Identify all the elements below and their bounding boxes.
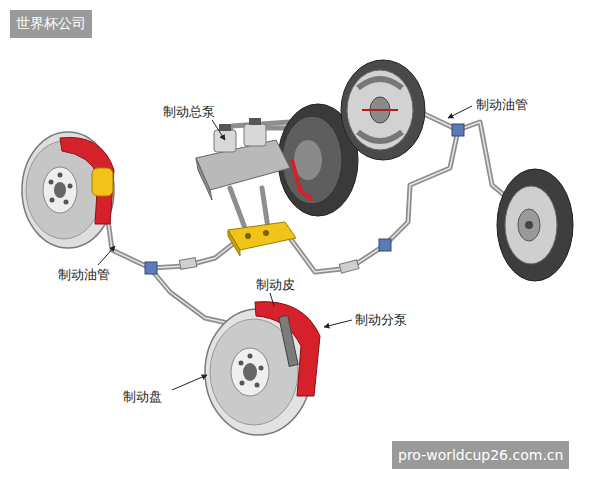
part-label: 制动皮: [256, 276, 295, 294]
brake-lines: [106, 112, 522, 328]
master-cylinder: [196, 104, 358, 216]
watermark-text: pro-worldcup26.com.cn: [398, 447, 563, 463]
part-label: 制动油管: [58, 266, 110, 284]
part-label: 制动油管: [476, 96, 528, 114]
watermark-box: 世界杯公司: [10, 10, 92, 38]
part-label: 制动盘: [123, 388, 162, 406]
part-label: 制动分泵: [355, 311, 407, 329]
part-label: 制动总泵: [163, 103, 215, 121]
watermark-text: 世界杯公司: [16, 15, 86, 33]
front-right-disc: [205, 302, 320, 435]
valve: [228, 222, 296, 256]
front-left-disc: [22, 132, 114, 248]
watermark-box: pro-worldcup26.com.cn: [392, 441, 569, 469]
leader-lines: [98, 106, 472, 390]
rear-drum: [497, 169, 573, 281]
rear-drum-brake: [341, 60, 425, 160]
